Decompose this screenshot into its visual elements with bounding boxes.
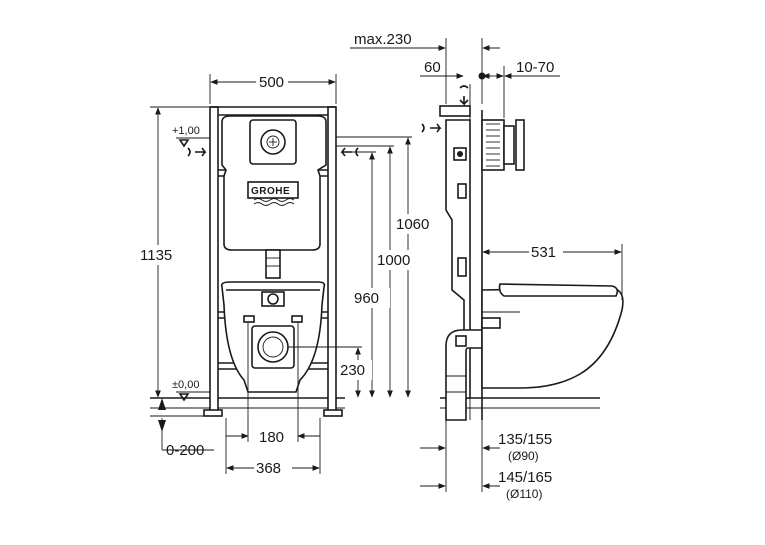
side-top-inlet-arrow (459, 96, 469, 106)
front-bowl (220, 281, 326, 393)
side-drain (445, 329, 483, 421)
dim-pipe-135-label: 135/155 (498, 431, 552, 448)
drain-elbow (445, 329, 483, 421)
dim-60-label: 60 (424, 59, 441, 76)
front-dimensions: 500 1135 1060 1000 960 230 0-200 (138, 72, 438, 477)
flush-plate-cover (515, 119, 525, 171)
dim-bolt-spacing-label: 180 (259, 429, 284, 446)
logo-wave-2 (253, 202, 295, 206)
level-floor-marker (178, 393, 190, 402)
side-left-inlet-wave (421, 123, 425, 133)
left-inlet-arrow (195, 147, 207, 157)
left-inlet-wave (187, 147, 191, 157)
front-view: GROHE +1,00 (150, 106, 359, 417)
dim-1060-label: 1060 (396, 216, 429, 233)
dim-pipe-145-label: 145/165 (498, 469, 552, 486)
dim-total-height-label: 1135 (140, 247, 172, 264)
dim-projection-label: 531 (531, 244, 556, 261)
flush-plate-housing (481, 119, 505, 171)
side-top-inlet-wave (459, 85, 469, 89)
dim-1000-label: 1000 (377, 252, 410, 269)
flush-plate-button (503, 125, 515, 165)
right-inlet-arrow (340, 147, 352, 157)
flush-pipe (265, 249, 281, 279)
level-floor-label: ±0,00 (172, 379, 199, 391)
side-left-inlet-arrow (430, 123, 442, 133)
logo-wave-1 (253, 198, 295, 202)
frame-left-post (209, 106, 219, 413)
drain-seal (455, 335, 467, 347)
grohe-logo-text: GROHE (251, 186, 290, 197)
frame-right-foot (323, 409, 343, 417)
side-bowl-outlet (481, 317, 501, 329)
side-connector-upper (457, 183, 467, 199)
level-top-marker (178, 139, 190, 148)
dim-foot-spacing-label: 368 (256, 460, 281, 477)
dim-pipe-90-label: (Ø90) (508, 449, 539, 463)
side-frame-top (439, 105, 471, 117)
flush-valve-inner (266, 135, 280, 149)
grohe-logo-badge (247, 181, 299, 199)
dim-width-label: 500 (259, 74, 284, 91)
dim-60-dot (478, 72, 486, 80)
side-bowl (481, 283, 624, 389)
side-connector-lower (457, 257, 467, 277)
cistern: GROHE (221, 115, 327, 279)
dim-960-label: 960 (354, 290, 379, 307)
bowl-inlet-box (261, 291, 285, 307)
frame-left-foot (203, 409, 223, 417)
dim-wall-range-label: 10-70 (516, 59, 554, 76)
side-frame (439, 105, 471, 399)
dim-floor-adjust-label: 0-200 (166, 442, 204, 459)
dim-max-depth-label: max.230 (354, 31, 412, 48)
frame-right-post (327, 106, 337, 413)
side-flush-plate (481, 119, 525, 171)
level-top-label: +1,00 (172, 125, 200, 137)
side-bowl-body (481, 287, 624, 389)
flush-valve-ring (260, 129, 286, 155)
side-view (421, 84, 624, 421)
dim-230-label: 230 (340, 362, 365, 379)
right-bolt (291, 315, 303, 323)
side-bowl-seat (498, 283, 619, 297)
left-bolt (243, 315, 255, 323)
side-dimensions: max.230 60 10-70 531 135/155 (Ø90) 145/1… (350, 31, 623, 501)
dim-pipe-110-label: (Ø110) (506, 487, 542, 501)
